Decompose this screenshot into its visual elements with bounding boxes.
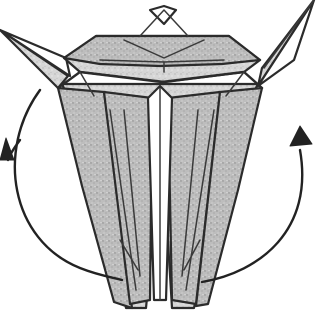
left-wing (0, 30, 70, 88)
top-head (64, 6, 260, 82)
body (58, 72, 262, 308)
right-wing (258, 0, 314, 86)
